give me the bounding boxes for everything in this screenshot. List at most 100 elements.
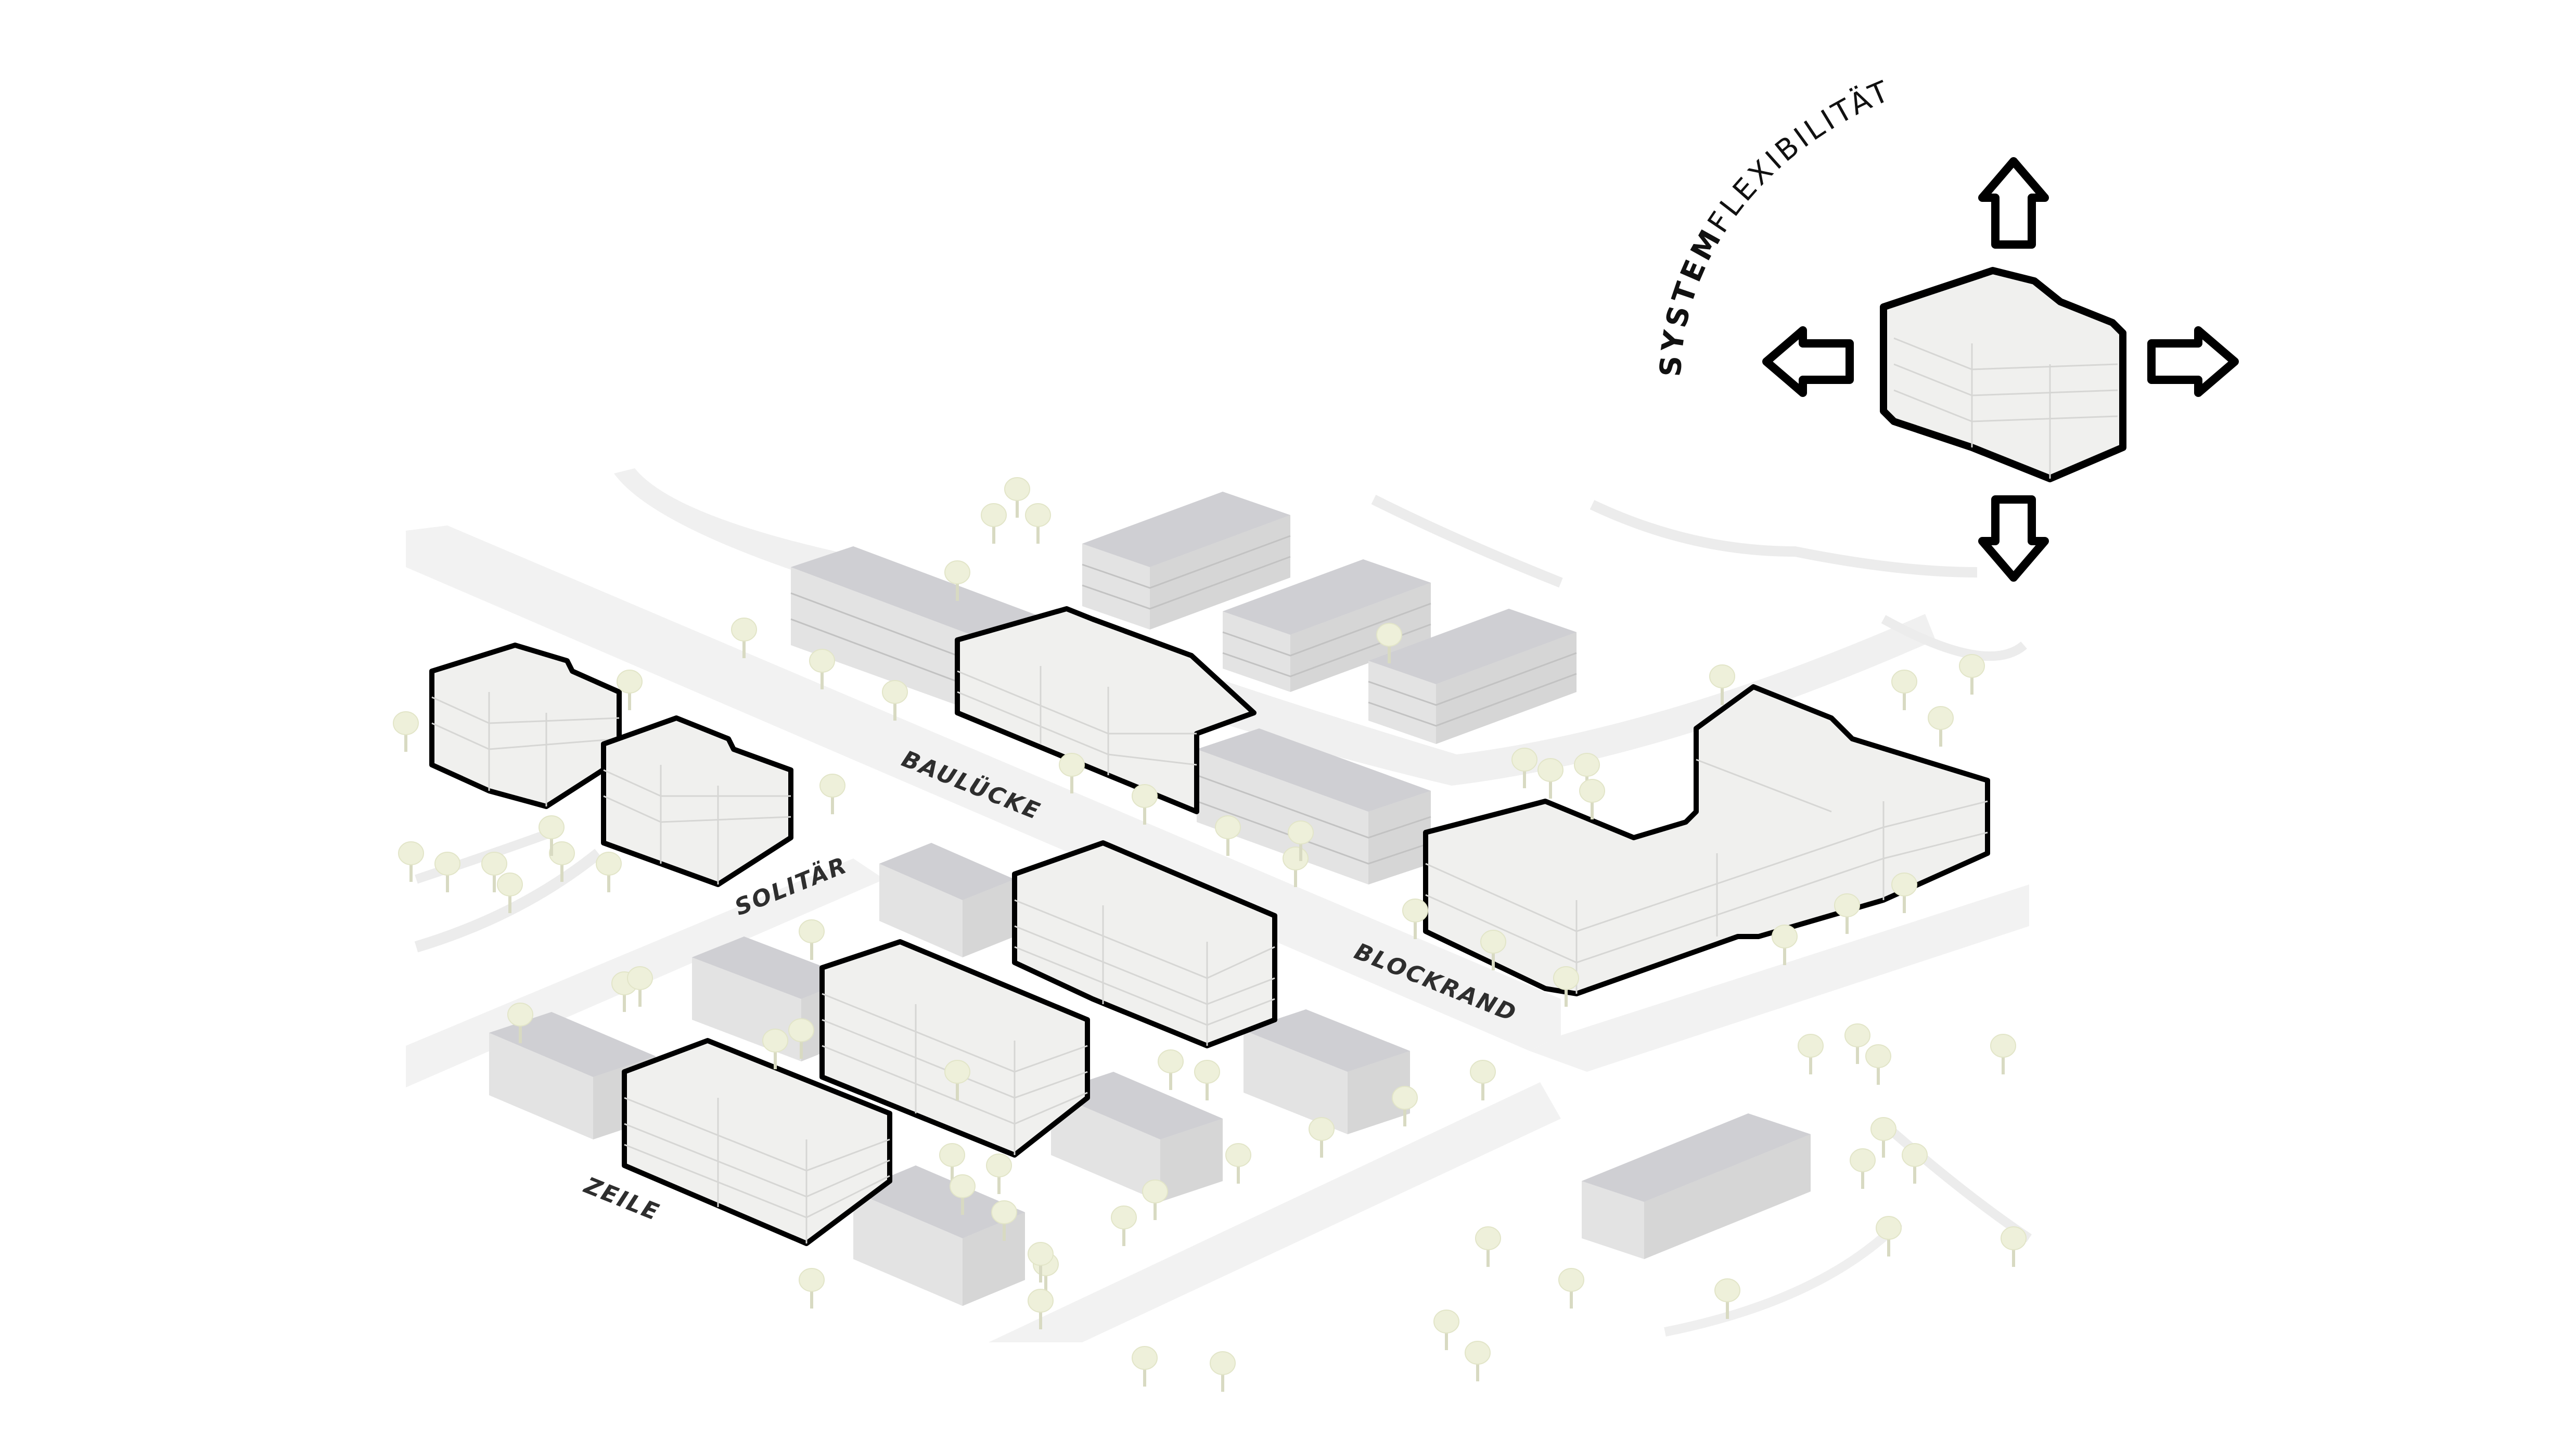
- tree-icon: [1132, 784, 1158, 825]
- new-building-blockrand: [1423, 684, 1990, 996]
- tree-icon: [1834, 893, 1860, 934]
- tree-icon: [1059, 753, 1085, 793]
- tree-icon: [1194, 1060, 1220, 1100]
- tree-icon: [1891, 873, 1917, 913]
- tree-icon: [617, 670, 643, 710]
- tree-icon: [1475, 1226, 1501, 1267]
- tree-icon: [1990, 1034, 2016, 1074]
- existing-building: [879, 843, 1015, 957]
- tree-icon: [1772, 925, 1798, 965]
- new-building-solitar: [429, 643, 622, 809]
- tree-icon: [809, 649, 835, 689]
- tree-icon: [1865, 1044, 1891, 1085]
- system-flexibility-title: SYSTEMFLEXIBILITÄT: [1654, 74, 1896, 378]
- tree-icon: [1480, 930, 1506, 970]
- tree-icon: [481, 852, 507, 892]
- new-building-solitar: [601, 715, 793, 887]
- tree-icon: [762, 1029, 788, 1069]
- tree-icon: [1402, 899, 1428, 939]
- tree-icon: [497, 873, 523, 913]
- tree-icon: [2001, 1226, 2027, 1267]
- tree-icon: [799, 1268, 825, 1309]
- tree-icon: [1891, 670, 1917, 710]
- tree-icon: [991, 1200, 1017, 1241]
- tree-icon: [1142, 1179, 1168, 1220]
- tree-icon: [1028, 1242, 1054, 1283]
- tree-icon: [1959, 654, 1985, 695]
- landscape-line: [415, 828, 554, 884]
- arrow-down-icon: [1978, 495, 2049, 582]
- tree-icon: [1876, 1216, 1902, 1256]
- tree-icon: [549, 841, 575, 882]
- flexible-module-building: [1880, 267, 2126, 482]
- tree-icon: [819, 774, 845, 814]
- tree-icon: [1288, 820, 1314, 861]
- tree-icon: [1392, 1086, 1418, 1126]
- tree-icon: [944, 1060, 970, 1100]
- existing-building: [1368, 609, 1577, 744]
- tree-icon: [627, 966, 653, 1007]
- tree-icon: [1465, 1341, 1491, 1381]
- tree-icon: [1714, 1278, 1740, 1319]
- tree-icon: [1870, 1117, 1896, 1158]
- tree-icon: [799, 919, 825, 960]
- tree-icon: [1376, 623, 1402, 663]
- tree-icon: [1225, 1143, 1251, 1184]
- tree-icon: [939, 1143, 965, 1184]
- arrow-right-icon: [2147, 326, 2239, 397]
- arrow-left-icon: [1762, 326, 1854, 397]
- existing-building: [1582, 1113, 1811, 1259]
- tree-icon: [1433, 1310, 1459, 1350]
- tree-icon: [393, 711, 419, 752]
- new-building-zeile: [622, 1038, 892, 1246]
- trees: [393, 477, 2027, 1392]
- tree-icon: [1798, 1034, 1824, 1074]
- new-building-solitar-tall: [1012, 840, 1277, 1048]
- tree-icon: [1004, 477, 1030, 518]
- tree-icon: [731, 618, 757, 658]
- new-building-baulucke: [955, 606, 1257, 814]
- tree-icon: [1210, 1351, 1236, 1392]
- tree-icon: [1309, 1117, 1335, 1158]
- tree-icon: [434, 852, 460, 892]
- existing-building: [1196, 728, 1431, 884]
- tree-icon: [1844, 1023, 1870, 1064]
- landscape-line: [1590, 499, 1978, 578]
- tree-icon: [1470, 1060, 1496, 1100]
- tree-icon: [1553, 966, 1579, 1007]
- park-path: [614, 468, 1936, 786]
- tree-icon: [1158, 1049, 1184, 1090]
- tree-icon: [944, 560, 970, 601]
- tree-icon: [596, 852, 622, 892]
- tree-icon: [981, 503, 1007, 544]
- tree-icon: [1111, 1206, 1137, 1246]
- tree-icon: [1579, 779, 1605, 819]
- existing-building: [1244, 1009, 1410, 1134]
- tree-icon: [1511, 748, 1537, 788]
- tree-icon: [1132, 1346, 1158, 1387]
- existing-building: [1082, 492, 1291, 630]
- arrow-up-icon: [1978, 157, 2049, 249]
- tree-icon: [1558, 1268, 1584, 1309]
- tree-icon: [986, 1153, 1012, 1194]
- existing-building: [1051, 1072, 1223, 1202]
- tree-icon: [1928, 706, 1954, 747]
- label-zeile: ZEILE: [580, 1172, 663, 1226]
- new-building-zeile: [819, 939, 1090, 1158]
- tree-icon: [1850, 1148, 1876, 1189]
- tree-icon: [398, 841, 424, 882]
- landscape-line: [414, 849, 602, 953]
- landscape-line: [1880, 1120, 2032, 1242]
- tree-icon: [507, 1003, 533, 1043]
- tree-icon: [1025, 503, 1051, 544]
- existing-buildings: [489, 492, 1811, 1306]
- tree-icon: [950, 1174, 976, 1215]
- street-lower: [989, 1082, 1561, 1342]
- landscape-line: [1664, 1219, 1903, 1337]
- new-buildings: [429, 606, 1990, 1246]
- existing-building: [853, 1165, 1025, 1306]
- tree-icon: [1537, 758, 1563, 799]
- tree-icon: [882, 680, 908, 721]
- system-flexibility-symbol: SYSTEMFLEXIBILITÄT: [1654, 74, 2239, 582]
